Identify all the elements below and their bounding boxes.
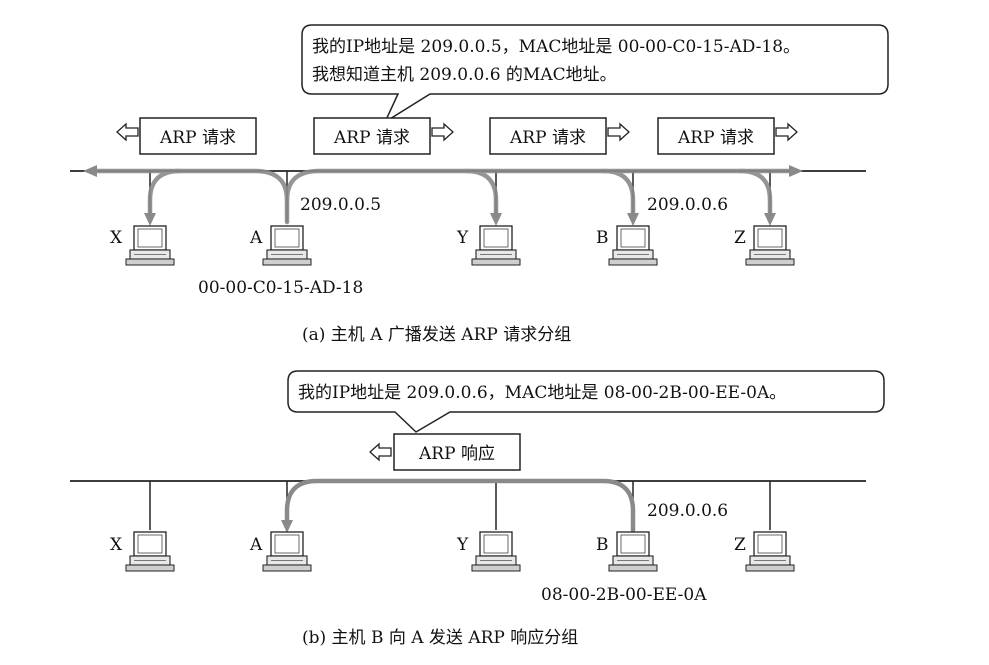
host-a-computer-icon bbox=[262, 225, 312, 266]
arp-reply-label: ARP 响应 bbox=[418, 444, 495, 464]
broadcast-path bbox=[92, 168, 793, 225]
bubble-b-text: 我的IP地址是 209.0.0.6，MAC地址是 08-00-2B-00-EE-… bbox=[298, 383, 786, 403]
arp-request-box-3: ARP 请求 bbox=[489, 117, 630, 155]
broadcast-arrowheads bbox=[83, 165, 803, 226]
right-arrow-icon bbox=[431, 122, 454, 142]
host-x-label: X bbox=[110, 228, 123, 248]
arp-request-label: ARP 请求 bbox=[159, 128, 236, 148]
caption-a: (a) 主机 A 广播发送 ARP 请求分组 bbox=[302, 325, 571, 345]
host-y-computer-icon bbox=[471, 531, 521, 572]
host-y-label: Y bbox=[456, 228, 469, 248]
host-z-computer-icon bbox=[745, 531, 795, 572]
mac-address-a: 00-00-C0-15-AD-18 bbox=[198, 278, 363, 298]
host-x-computer-icon bbox=[125, 225, 175, 266]
reply-path bbox=[284, 478, 636, 533]
host-b-label: B bbox=[596, 228, 609, 248]
ip-address-b: 209.0.0.6 bbox=[647, 195, 728, 215]
bubble-a-line1: 我的IP地址是 209.0.0.5，MAC地址是 00-00-C0-15-AD-… bbox=[312, 37, 800, 57]
arp-request-box-2: ARP 请求 bbox=[313, 117, 454, 155]
caption-b: (b) 主机 B 向 A 发送 ARP 响应分组 bbox=[302, 628, 578, 648]
ip-address-b: 209.0.0.6 bbox=[647, 501, 728, 521]
arp-request-box-1: ARP 请求 bbox=[116, 117, 257, 155]
host-x-label: X bbox=[110, 535, 123, 555]
host-b-computer-icon bbox=[608, 225, 658, 266]
host-y-label: Y bbox=[456, 535, 469, 555]
arp-request-label: ARP 请求 bbox=[509, 128, 586, 148]
host-z-computer-icon bbox=[745, 225, 795, 266]
speech-bubble-b bbox=[287, 370, 885, 433]
host-a-label: A bbox=[249, 228, 263, 248]
host-x-computer-icon bbox=[125, 531, 175, 572]
host-z-label: Z bbox=[734, 228, 746, 248]
left-arrow-icon bbox=[369, 442, 392, 462]
right-arrow-icon bbox=[775, 122, 798, 142]
host-b-computer-icon bbox=[608, 531, 658, 572]
host-b-label: B bbox=[596, 535, 609, 555]
right-arrow-icon bbox=[607, 122, 630, 142]
arp-request-box-4: ARP 请求 bbox=[657, 117, 798, 155]
mac-address-b: 08-00-2B-00-EE-0A bbox=[541, 585, 707, 605]
host-a-computer-icon bbox=[262, 531, 312, 572]
reply-arrowhead bbox=[281, 520, 293, 533]
host-z-label: Z bbox=[734, 535, 746, 555]
host-y-computer-icon bbox=[471, 225, 521, 266]
bubble-a-line2: 我想知道主机 209.0.0.6 的MAC地址。 bbox=[312, 65, 617, 85]
arp-reply-box: ARP 响应 bbox=[369, 433, 521, 471]
host-a-label: A bbox=[249, 535, 263, 555]
ip-address-a: 209.0.0.5 bbox=[300, 195, 381, 215]
left-arrow-icon bbox=[116, 122, 139, 142]
arp-request-label: ARP 请求 bbox=[677, 128, 754, 148]
speech-bubble-a bbox=[301, 24, 889, 124]
arp-request-label: ARP 请求 bbox=[333, 128, 410, 148]
